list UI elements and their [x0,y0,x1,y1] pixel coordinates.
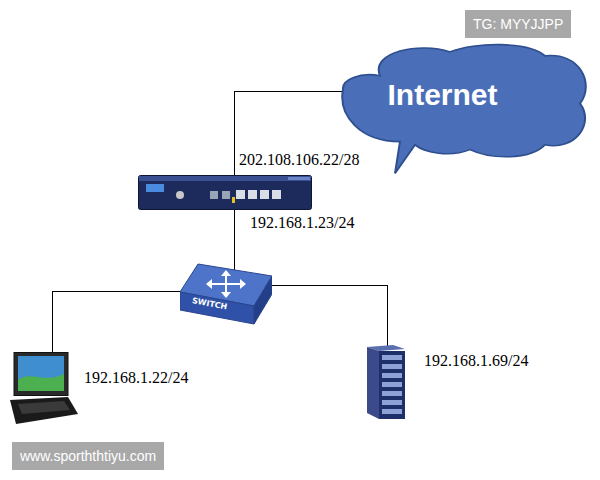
network-link [52,292,180,352]
server-symbol [365,345,410,420]
ip-address: 202.108.106.22/28 [239,151,359,169]
cloud-label: Internet [360,78,525,112]
firewall-device [138,175,312,210]
server-box: 192.168.1.69/24 [365,345,410,420]
ip-address: 192.168.1.22/24 [84,369,188,387]
laptop-symbol [8,352,78,425]
firewall-box: 202.108.106.22/28192.168.1.23/24 [138,175,312,210]
watermark: TG: MYYJJPP [465,10,571,38]
watermark: www.sporththtiyu.com [12,442,164,470]
ip-address: 192.168.1.23/24 [250,214,354,232]
switch-box: SWITCH [180,262,272,330]
ip-address: 192.168.1.69/24 [424,352,528,370]
network-link [272,286,387,346]
network-link [234,210,235,270]
switch-symbol [180,262,272,330]
internet-cloud: Internet [340,40,590,175]
laptop-box: 192.168.1.22/24 [8,352,78,425]
